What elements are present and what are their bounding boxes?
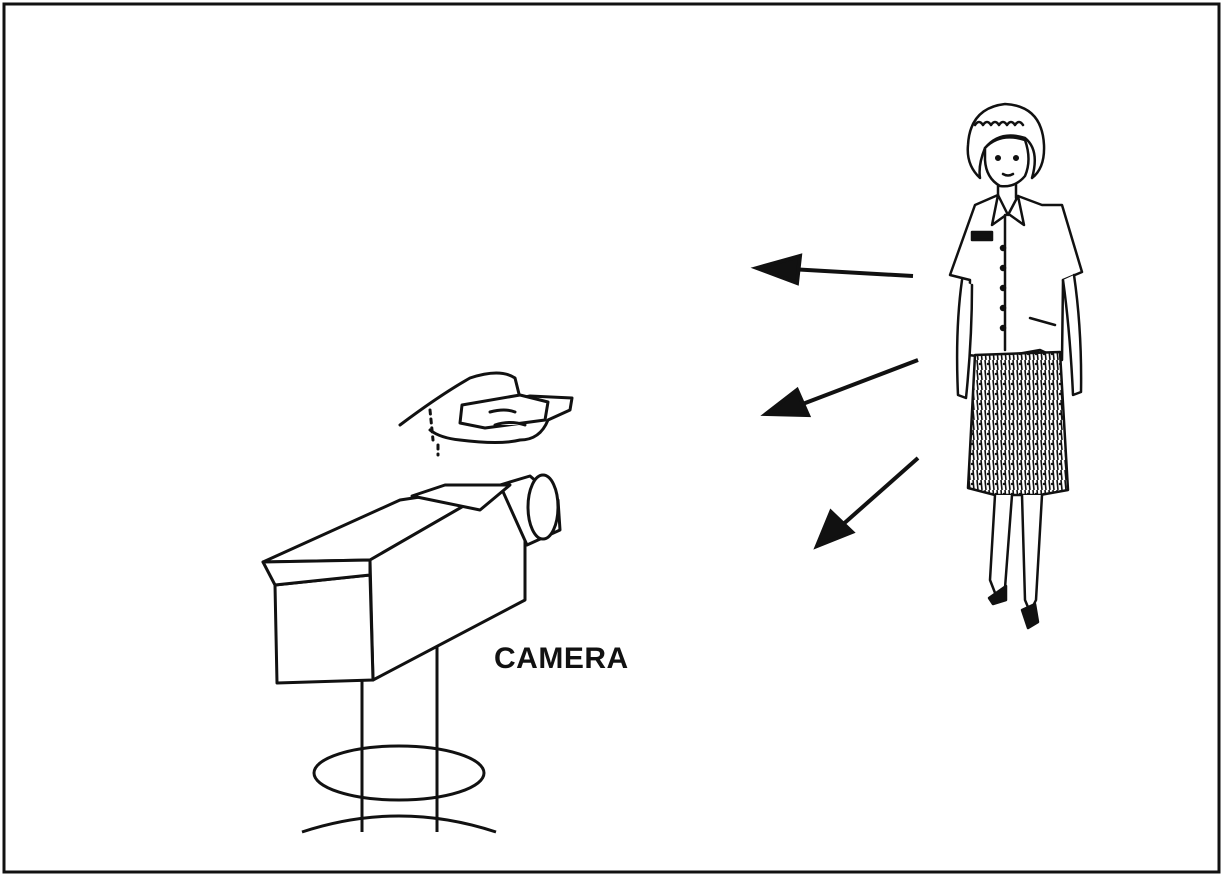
camera-label: CAMERA [494, 642, 629, 675]
arrow-icon [750, 253, 920, 550]
hand-icon [398, 371, 574, 457]
woman-figure [948, 102, 1084, 630]
camera-icon [261, 473, 562, 685]
camera-stand [301, 645, 497, 834]
